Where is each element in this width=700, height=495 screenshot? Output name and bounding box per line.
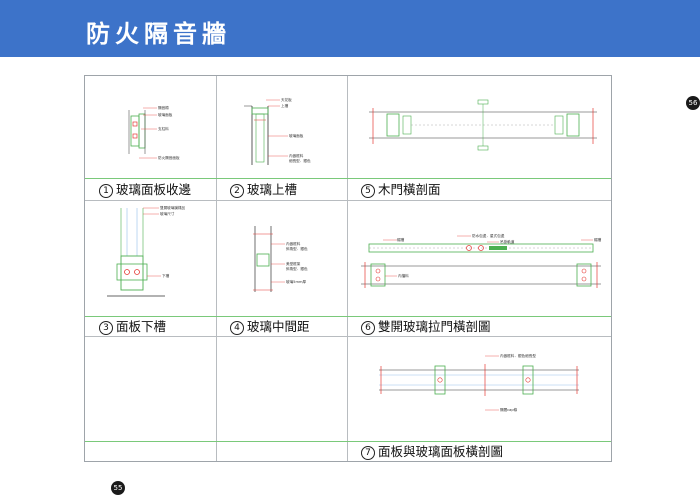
- drawing-panel-glass-section: 內嵌框料．銀色細長型 隔間cap條: [379, 353, 579, 412]
- panel-number: 6: [361, 321, 375, 335]
- note-text: 隔間cap條: [500, 407, 518, 412]
- page-number-right: 56: [686, 96, 700, 110]
- note-text: 內嵌框料．銀色細長型: [500, 353, 536, 358]
- note-text: 支柱料: [158, 126, 169, 131]
- row-rule: [85, 200, 611, 201]
- note-text: 隔音棉: [158, 105, 169, 110]
- panel-number: 1: [99, 184, 113, 198]
- note-text: 帽槽: [594, 237, 602, 242]
- note-text: 玻璃尺寸: [160, 211, 175, 216]
- note-text: 玻璃5mm厚: [286, 279, 306, 284]
- column-divider: [347, 76, 348, 461]
- note-text: 雙層玻璃膜樣品: [160, 205, 186, 210]
- note-text: 斜角型．銀色: [286, 266, 308, 271]
- page-title: 防火隔音牆: [86, 20, 231, 48]
- panel-number: 2: [230, 184, 244, 198]
- drawing-wood-door-section: [369, 99, 597, 151]
- panel-label: 木門橫剖面: [378, 182, 441, 197]
- note-text: 吊掛軌道: [500, 239, 515, 244]
- panel-number: 5: [361, 184, 375, 198]
- row-rule: [85, 316, 611, 317]
- note-text: 內嵌框料: [286, 241, 301, 246]
- page-number-left: 55: [111, 481, 125, 495]
- note-text: 上槽: [281, 103, 289, 108]
- panel-number: 7: [361, 446, 375, 460]
- note-text: 細長型．銀色: [289, 158, 311, 163]
- panel-number: 4: [230, 321, 244, 335]
- note-text: 下槽: [162, 273, 170, 278]
- panel-label: 面板與玻璃面板橫剖圖: [378, 444, 504, 459]
- row-rule: [85, 441, 611, 442]
- panel-label: 玻璃上槽: [247, 182, 298, 197]
- note-text: 天花板: [281, 97, 292, 102]
- note-text: 玻璃面板: [289, 133, 304, 138]
- note-text: 斜角型．銀色: [286, 246, 308, 251]
- note-text: 防火隔音面板: [158, 155, 180, 160]
- header-banner: 防火隔音牆: [0, 0, 700, 57]
- drawing-glass-top-channel: 天花板 上槽 玻璃面板 內嵌框料 細長型．銀色: [244, 97, 311, 165]
- column-divider: [216, 76, 217, 461]
- note-text: 內擋料: [398, 273, 409, 278]
- drawing-glass-panel-edge: 隔音棉 玻璃面板 支柱料 防火隔音面板: [128, 105, 180, 160]
- drawing-glass-middle-spacing: 內嵌框料 斜角型．銀色 美型框架 斜角型．銀色 玻璃5mm厚: [253, 226, 308, 292]
- note-text: 玻璃面板: [158, 112, 173, 117]
- panel-label: 面板下槽: [116, 319, 167, 334]
- note-text: 防水包邊．星式包邊: [472, 233, 505, 238]
- row-rule: [85, 336, 611, 337]
- panel-number: 3: [99, 321, 113, 335]
- drawing-sliding-glass-door-section: 帽槽 防水包邊．星式包邊 吊掛軌道 帽槽 內擋料: [361, 233, 602, 288]
- note-text: 內嵌框料: [289, 153, 304, 158]
- panel-label: 玻璃中間距: [247, 319, 310, 334]
- note-text: 美型框架: [286, 261, 301, 266]
- drawing-panel-bottom-channel: 雙層玻璃膜樣品 玻璃尺寸 下槽: [107, 205, 186, 297]
- note-text: 帽槽: [397, 237, 405, 242]
- panel-label: 玻璃面板收邊: [116, 182, 192, 197]
- panel-label: 雙開玻璃拉門橫剖圖: [378, 319, 491, 334]
- row-rule: [85, 178, 611, 179]
